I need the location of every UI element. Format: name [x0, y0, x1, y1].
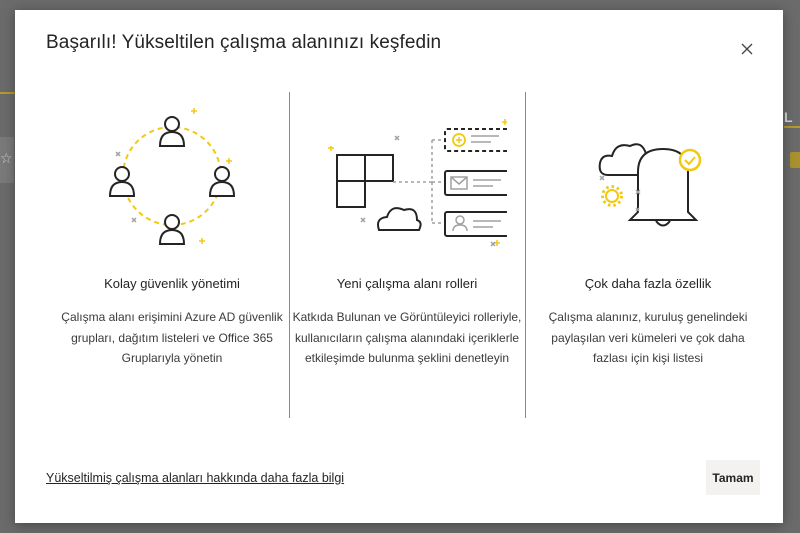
people-circle-illustration	[108, 108, 236, 245]
feature-title: Çok daha fazla özellik	[584, 276, 712, 291]
ok-button[interactable]: Tamam	[706, 460, 760, 495]
feature-description: Çalışma alanınız, kuruluş genelindeki pa…	[548, 310, 748, 365]
feature-roles: Yeni çalışma alanı rolleri Katkıda Bulun…	[292, 100, 522, 365]
star-icon: ☆	[0, 150, 13, 166]
dialog-title: Başarılı! Yükseltilen çalışma alanınızı …	[46, 32, 442, 53]
column-divider	[289, 92, 290, 418]
column-divider	[525, 92, 526, 418]
close-icon	[741, 43, 753, 55]
feature-description: Çalışma alanı erişimini Azure AD güvenli…	[61, 310, 283, 365]
workspace-roles-illustration	[328, 119, 507, 247]
feature-title: Yeni çalışma alanı rolleri	[336, 276, 478, 291]
background-text: L	[784, 109, 793, 125]
background-accent-line	[0, 92, 18, 94]
close-button[interactable]	[736, 38, 758, 60]
learn-more-link[interactable]: Yükseltilmiş çalışma alanları hakkında d…	[46, 471, 345, 485]
bell-notification-illustration	[598, 143, 702, 227]
background-badge	[790, 152, 800, 168]
upgrade-success-dialog: Başarılı! Yükseltilen çalışma alanınızı …	[15, 10, 783, 523]
feature-security: Kolay güvenlik yönetimi Çalışma alanı er…	[57, 100, 287, 365]
background-accent-line-right	[784, 126, 800, 128]
feature-title: Kolay güvenlik yönetimi	[104, 276, 240, 291]
feature-description: Katkıda Bulunan ve Görüntüleyici rolleri…	[292, 310, 522, 365]
feature-more: Çok daha fazla özellik Çalışma alanınız,…	[533, 100, 763, 365]
background-panel	[0, 137, 14, 183]
